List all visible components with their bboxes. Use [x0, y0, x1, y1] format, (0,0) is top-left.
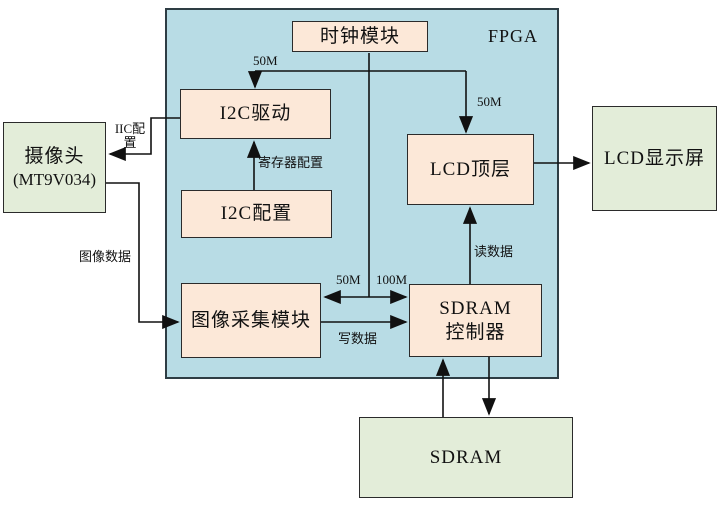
camera-label-line1: 摄像头	[24, 146, 85, 167]
camera-block: 摄像头 (MT9V034)	[3, 122, 106, 213]
camera-label-line2: (MT9V034)	[12, 169, 97, 189]
i2c-driver-label: I2C驱动	[219, 103, 292, 125]
sdram-controller-label-line2: 控制器	[445, 321, 506, 343]
edge-label-iic-config-line1: IIC配	[114, 121, 146, 136]
edge-label-iic-config-line2: 置	[123, 135, 137, 150]
image-capture-block: 图像采集模块	[181, 283, 321, 358]
lcd-display-block: LCD显示屏	[592, 106, 717, 211]
edge-label-clk-image-capture: 50M	[336, 272, 361, 287]
sdram-label: SDRAM	[429, 446, 503, 468]
edge-label-clk-i2c-driver: 50M	[253, 53, 278, 68]
edge-label-iic-config: IIC配 置	[108, 122, 152, 150]
i2c-driver-block: I2C驱动	[180, 89, 331, 139]
edge-label-clk-sdram-controller: 100M	[376, 272, 408, 287]
i2c-config-block: I2C配置	[181, 190, 332, 238]
image-capture-label: 图像采集模块	[190, 309, 311, 331]
lcd-top-block: LCD顶层	[407, 134, 534, 205]
edge-label-clk-lcd-top: 50M	[477, 94, 502, 109]
edge-label-register-config: 寄存器配置	[258, 155, 324, 170]
clock-module-label: 时钟模块	[319, 25, 400, 47]
edge-label-read-data: 读数据	[474, 244, 514, 259]
edge-label-write-data: 写数据	[338, 331, 378, 346]
clock-module-block: 时钟模块	[292, 21, 428, 52]
i2c-config-label: I2C配置	[220, 203, 293, 225]
sdram-controller-block: SDRAM 控制器	[409, 284, 542, 357]
lcd-display-label: LCD显示屏	[603, 147, 705, 169]
sdram-block: SDRAM	[359, 417, 573, 498]
fpga-region-label: FPGA	[488, 26, 539, 46]
edge-label-image-data: 图像数据	[79, 249, 132, 264]
lcd-top-label: LCD顶层	[429, 158, 511, 180]
sdram-controller-label-line1: SDRAM	[439, 297, 512, 319]
